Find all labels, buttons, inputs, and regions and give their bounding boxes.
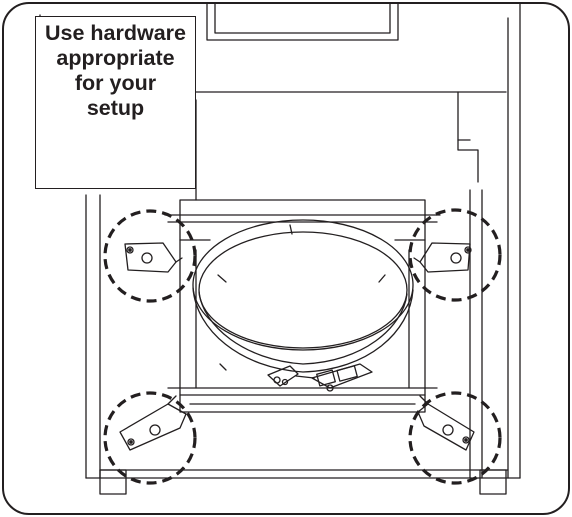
callout-line-3: for your bbox=[74, 71, 157, 95]
highlight-circle-bottom-left bbox=[103, 391, 197, 485]
duct-clamp-ring-icon bbox=[192, 219, 414, 373]
callout-line-2: appropriate bbox=[56, 46, 175, 70]
bracket-top-right bbox=[413, 242, 472, 273]
highlight-circle-top-right bbox=[408, 208, 502, 302]
callout-line-1: Use hardware bbox=[44, 21, 186, 45]
unit-body bbox=[39, 2, 521, 495]
hardware-callout-box: Use hardware appropriate for your setup bbox=[35, 16, 196, 189]
bracket-bottom-left bbox=[119, 395, 187, 451]
callout-line-4: setup bbox=[86, 96, 145, 120]
unit-top-opening bbox=[206, 2, 399, 41]
highlight-circle-bottom-right bbox=[408, 391, 502, 485]
highlight-circle-top-left bbox=[103, 209, 197, 303]
bracket-bottom-right bbox=[417, 395, 475, 451]
bracket-top-left bbox=[124, 242, 183, 273]
latch-clamp-icon bbox=[267, 363, 373, 392]
mounting-plate bbox=[164, 199, 441, 413]
